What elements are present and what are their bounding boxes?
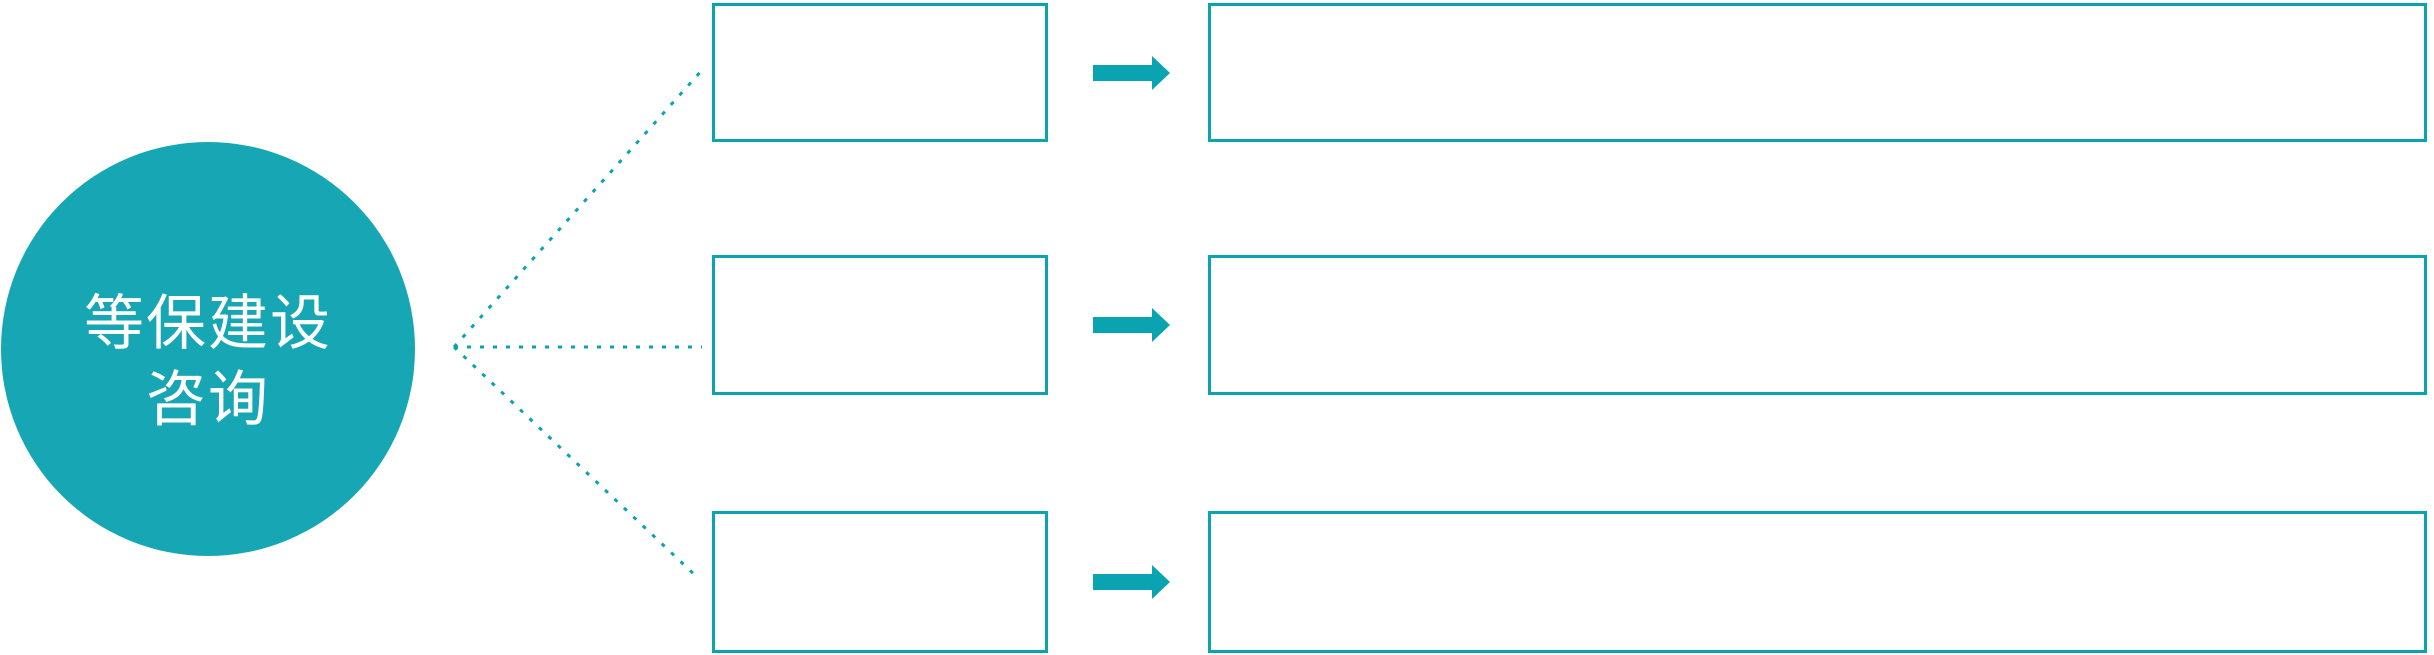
step-box-1-label (715, 6, 1045, 139)
dotted-connector-bottom-icon (452, 345, 700, 580)
topic-label: 等保建设 咨询 (84, 286, 332, 438)
detail-box-3-label (1211, 514, 2424, 650)
topic-label-line2: 咨询 (146, 365, 270, 435)
step-box-2 (712, 255, 1048, 395)
arrow-right-icon (1093, 56, 1170, 90)
detail-box-2 (1208, 255, 2427, 395)
step-box-3 (712, 511, 1048, 653)
detail-box-1-label (1211, 6, 2424, 139)
arrow-right-icon (1093, 308, 1170, 342)
detail-box-2-label (1211, 258, 2424, 392)
step-box-3-label (715, 514, 1045, 650)
arrow-right-icon (1093, 565, 1170, 599)
detail-box-1 (1208, 3, 2427, 142)
dotted-connector-top-icon (452, 67, 705, 349)
topic-circle: 等保建设 咨询 (1, 142, 415, 556)
step-box-2-label (715, 258, 1045, 392)
step-box-1 (712, 3, 1048, 142)
topic-label-line1: 等保建设 (84, 289, 332, 359)
detail-box-3 (1208, 511, 2427, 653)
